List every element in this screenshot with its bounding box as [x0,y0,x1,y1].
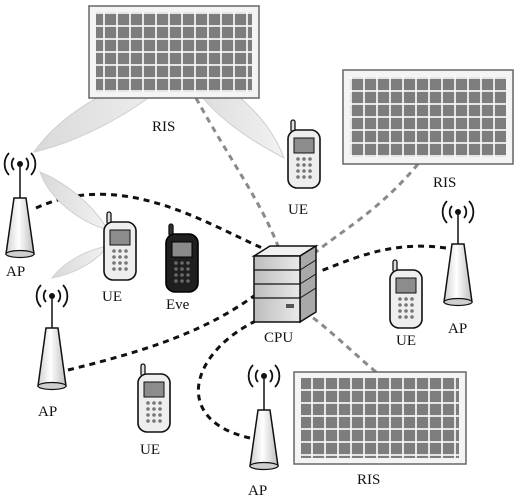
label-ris-bottom: RIS [357,472,380,488]
ue-phone-left [103,211,137,281]
ap-right [441,200,475,307]
cpu-server [251,244,319,324]
ap-bottom [247,364,281,471]
label-eve: Eve [166,297,190,313]
ue-phone-top [287,119,321,189]
signal-waves-icon [441,200,475,224]
ris-panel-top [88,5,260,99]
ris-links [194,97,420,374]
link-ris-bottom-cpu [307,312,377,374]
ris-panel-bottom [293,371,467,465]
labels: RIS RIS RIS AP AP AP AP UE UE UE UE Eve … [6,119,467,499]
beam-ap-to-ue-lower [50,245,110,279]
signal-waves-icon [35,284,69,308]
label-ue-top: UE [288,202,308,218]
signal-waves-icon [247,364,281,388]
ap-left-bottom [35,284,69,391]
label-ap-left-top: AP [6,264,25,280]
ris-panel-right [342,69,514,165]
label-ap-right: AP [448,321,467,337]
link-ap-right-cpu [317,244,447,274]
link-ris-top-cpu [194,97,280,247]
link-ap-left-bottom-cpu [67,288,263,372]
link-ap-bottom-cpu [196,316,263,440]
link-ris-right-cpu [315,163,420,254]
ue-phone-right [389,259,423,329]
ue-phone-bottom [137,363,171,433]
label-ue-left: UE [102,289,122,305]
label-cpu: CPU [264,330,293,346]
link-ap-left-top-cpu [35,192,263,250]
eve-phone [165,223,199,293]
label-ris-right: RIS [433,175,456,191]
label-ris-top: RIS [152,119,175,135]
label-ap-left-bottom: AP [38,404,57,420]
label-ap-bottom: AP [248,483,267,499]
signal-waves-icon [3,152,37,176]
ap-left-top [3,152,37,259]
label-ue-bottom: UE [140,442,160,458]
label-ue-right: UE [396,333,416,349]
fronthaul-links [35,192,447,440]
